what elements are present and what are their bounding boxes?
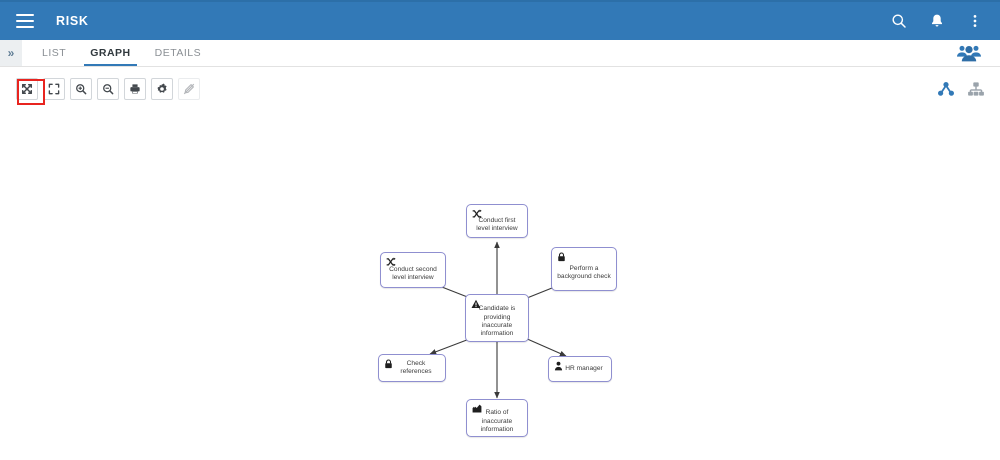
graph-layout-switcher <box>936 81 1000 97</box>
gear-icon[interactable] <box>151 78 173 100</box>
kpi-chart-icon <box>471 403 482 414</box>
graph-node-candidate-is-providing-inaccurate-information[interactable]: Candidate is providing inaccurate inform… <box>465 294 529 342</box>
header-actions <box>882 4 1000 38</box>
lock-icon <box>383 358 394 369</box>
tab-graph[interactable]: GRAPH <box>78 40 142 66</box>
warning-triangle-icon <box>470 298 481 309</box>
notifications-bell-icon[interactable] <box>920 4 954 38</box>
graph-node-label: Conduct second level interview <box>389 265 437 281</box>
tab-details[interactable]: DETAILS <box>154 47 202 59</box>
page-title: RISK <box>56 14 89 28</box>
graph-node-label: Ratio of inaccurate information <box>480 409 514 434</box>
graph-canvas[interactable]: Conduct first level interview Conduct se… <box>0 110 1000 460</box>
graph-node-perform-a-background-check[interactable]: Perform a background check <box>551 247 617 291</box>
graph-node-label: HR manager <box>565 364 603 372</box>
graph-node-check-references[interactable]: Check references <box>378 354 446 382</box>
tab-list-view[interactable]: LIST <box>42 47 67 59</box>
graph-node-conduct-first-level-interview[interactable]: Conduct first level interview <box>466 204 528 238</box>
user-group-icon[interactable] <box>952 36 986 70</box>
zoom-in-icon[interactable] <box>70 78 92 100</box>
print-icon[interactable] <box>124 78 146 100</box>
process-shuffle-icon <box>385 256 396 267</box>
zoom-out-icon[interactable] <box>97 78 119 100</box>
person-icon <box>553 360 564 371</box>
search-icon[interactable] <box>882 4 916 38</box>
graph-node-label: Conduct first level interview <box>476 216 518 232</box>
graph-node-ratio-of-inaccurate-information[interactable]: Ratio of inaccurate information <box>466 399 528 437</box>
sidebar-expander-button[interactable]: » <box>0 40 22 66</box>
edge-center-to-hr-manager <box>524 337 567 357</box>
fullscreen-icon[interactable] <box>43 78 65 100</box>
graph-node-hr-manager[interactable]: HR manager <box>548 356 612 382</box>
tab-list: LIST GRAPH DETAILS <box>30 40 213 66</box>
organic-layout-icon[interactable] <box>936 81 956 97</box>
tab-bar: » LIST GRAPH DETAILS <box>0 40 1000 67</box>
app-header: RISK <box>0 0 1000 40</box>
tabbar-actions <box>952 40 1000 66</box>
edge-center-to-check-references <box>429 337 473 355</box>
graph-node-label: Check references <box>400 359 432 375</box>
lock-icon <box>556 251 567 262</box>
graph-node-conduct-second-level-interview[interactable]: Conduct second level interview <box>380 252 446 288</box>
hierarchic-layout-icon[interactable] <box>966 81 986 97</box>
edit-off-icon[interactable] <box>178 78 200 100</box>
graph-node-label: Perform a background check <box>557 264 611 280</box>
hamburger-icon[interactable] <box>16 14 34 28</box>
overflow-menu-icon[interactable] <box>958 4 992 38</box>
graph-toolbar <box>0 68 1000 110</box>
fit-content-icon[interactable] <box>16 78 45 105</box>
graph-toolbar-buttons <box>16 78 200 105</box>
graph-node-label: Candidate is providing inaccurate inform… <box>478 305 516 338</box>
process-shuffle-icon <box>471 208 482 219</box>
